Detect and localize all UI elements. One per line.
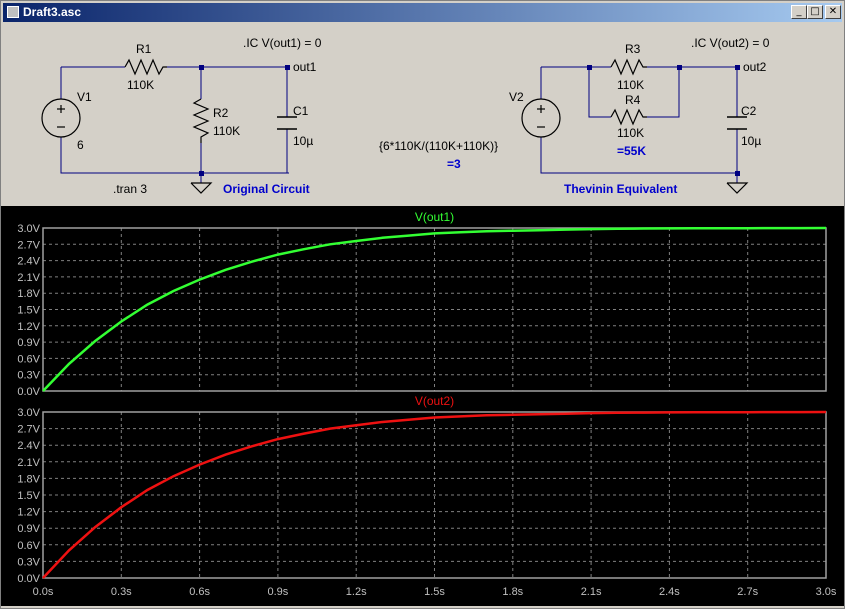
ground-icon (726, 182, 749, 194)
net-label-out2: out2 (743, 60, 767, 74)
voltage-source-v2[interactable] (521, 98, 561, 138)
trace-line[interactable] (42, 410, 827, 579)
resistor-r1[interactable] (124, 58, 167, 76)
y-tick-label: 1.2V (17, 321, 40, 333)
y-tick-label: 1.5V (17, 305, 40, 317)
x-tick-label: 1.5s (424, 586, 445, 598)
y-tick-label: 1.5V (17, 490, 40, 502)
y-tick-label: 2.1V (17, 457, 40, 469)
y-tick-label: 2.7V (17, 424, 40, 436)
capacitor-c2[interactable] (727, 116, 747, 130)
plot-pane-out2[interactable]: 0.0V 0.3V 0.6V 0.9V 1.2V 1.5V 1.8V 2.1V 2.4V 2.7V… (17, 394, 837, 598)
close-button[interactable]: ✕ (825, 5, 841, 19)
y-tick-label: 0.0V (17, 386, 40, 398)
resistor-r3[interactable] (610, 58, 647, 76)
trace-line[interactable] (42, 226, 827, 392)
resistor-r2[interactable] (192, 98, 210, 143)
y-tick-label: 1.2V (17, 507, 40, 519)
wires-left (60, 66, 738, 183)
r2-value: 110K (213, 124, 240, 138)
y-tick-label: 2.4V (17, 256, 40, 268)
x-tick-label: 0.6s (189, 586, 210, 598)
y-tick-label: 1.8V (17, 288, 40, 300)
equivalent-resistance: =55K (617, 144, 646, 158)
y-tick-label: 0.9V (17, 523, 40, 535)
x-tick-label: 2.4s (659, 586, 680, 598)
thevenin-equivalent-label: Thevinin Equivalent (564, 182, 677, 196)
v1-name: V1 (77, 90, 92, 104)
trace-title[interactable]: V(out1) (415, 210, 454, 224)
r3-name: R3 (625, 42, 641, 56)
thevenin-expression[interactable]: {6*110K/(110K+110K)} (379, 139, 498, 153)
y-tick-label: 0.0V (17, 573, 40, 585)
schematic-canvas[interactable]: R1 110K R2 110K V1 6 C1 10µ out1 .IC V(o… (7, 25, 838, 205)
y-tick-label: 1.8V (17, 473, 40, 485)
c1-value: 10µ (293, 134, 313, 148)
x-tick-label: 0.0s (33, 586, 54, 598)
ground-icon (190, 182, 213, 194)
resistor-r4[interactable] (610, 108, 647, 126)
ic-directive-1[interactable]: .IC V(out1) = 0 (243, 36, 322, 50)
maximize-button[interactable]: □ (807, 5, 823, 19)
x-tick-label: 1.2s (346, 586, 367, 598)
plot-frame (42, 411, 827, 579)
waveform-viewer[interactable]: 0.0V 0.3V 0.6V 0.9V 1.2V 1.5V 1.8V 2.1V 2.4V 2.7V… (1, 206, 844, 606)
y-tick-label: 2.1V (17, 272, 40, 284)
x-tick-label: 1.8s (502, 586, 523, 598)
window-title: Draft3.asc (23, 5, 82, 19)
minimize-button[interactable]: _ (791, 5, 807, 19)
y-tick-label: 0.3V (17, 370, 40, 382)
expression-result: =3 (447, 157, 461, 171)
trace-title[interactable]: V(out2) (415, 394, 454, 408)
y-tick-label: 0.3V (17, 556, 40, 568)
y-tick-label: 3.0V (17, 407, 40, 419)
junctions (199, 65, 740, 176)
r4-name: R4 (625, 93, 641, 107)
r1-value: 110K (127, 78, 154, 92)
y-tick-label: 2.4V (17, 440, 40, 452)
x-tick-label: 3.0s (816, 586, 837, 598)
y-tick-label: 3.0V (17, 223, 40, 235)
plot-frame (42, 227, 827, 392)
c2-name: C2 (741, 104, 757, 118)
v2-name: V2 (509, 90, 524, 104)
y-tick-label: 0.9V (17, 337, 40, 349)
r1-name: R1 (136, 42, 152, 56)
x-tick-label: 2.7s (737, 586, 758, 598)
voltage-source-v1[interactable] (41, 98, 81, 138)
plot-background (1, 206, 844, 606)
c1-name: C1 (293, 104, 309, 118)
ic-directive-2[interactable]: .IC V(out2) = 0 (691, 36, 770, 50)
y-tick-label: 2.7V (17, 239, 40, 251)
r2-name: R2 (213, 106, 229, 120)
net-label-out1: out1 (293, 60, 317, 74)
y-tick-label: 0.6V (17, 540, 40, 552)
v1-value: 6 (77, 138, 84, 152)
r3-value: 110K (617, 78, 644, 92)
x-tick-label: 0.9s (268, 586, 289, 598)
tran-directive[interactable]: .tran 3 (113, 182, 147, 196)
x-tick-label: 2.1s (581, 586, 602, 598)
x-tick-label: 0.3s (111, 586, 132, 598)
plot-pane-out1[interactable]: 0.0V 0.3V 0.6V 0.9V 1.2V 1.5V 1.8V 2.1V 2.4V 2.7V… (17, 210, 827, 398)
original-circuit-label: Original Circuit (223, 182, 310, 196)
capacitor-c1[interactable] (277, 116, 297, 130)
c2-value: 10µ (741, 134, 761, 148)
app-icon (7, 6, 19, 18)
y-tick-label: 0.6V (17, 353, 40, 365)
r4-value: 110K (617, 126, 644, 140)
title-bar[interactable]: Draft3.asc _ □ ✕ (3, 3, 842, 22)
